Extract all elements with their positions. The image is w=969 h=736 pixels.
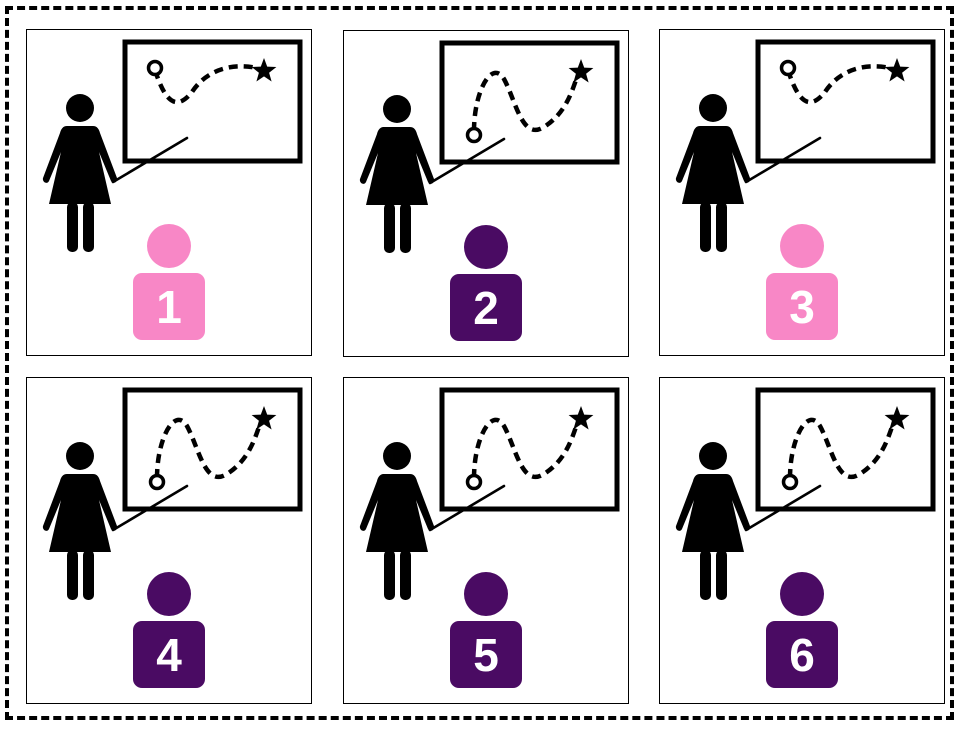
teacher-scene xyxy=(359,40,620,253)
pointer-stick xyxy=(428,484,506,532)
panel-2: 2 xyxy=(343,30,629,357)
goal-star-icon xyxy=(251,58,277,82)
pointer-stick xyxy=(428,137,506,185)
route-start-circle xyxy=(465,473,483,491)
whiteboard xyxy=(755,387,936,512)
goal-star-icon xyxy=(568,59,594,83)
panel-1: 1 xyxy=(26,29,312,356)
learner-head xyxy=(464,572,508,616)
goal-star-icon xyxy=(884,406,910,430)
learner-head xyxy=(780,224,824,268)
dashed-route-line xyxy=(471,417,580,479)
teacher-icon xyxy=(675,94,751,252)
pointer-stick xyxy=(744,136,822,184)
learner-number-badge: 3 xyxy=(766,273,838,340)
panel-3: 3 xyxy=(659,29,945,356)
pointer-stick xyxy=(111,136,189,184)
route-start-circle xyxy=(465,126,483,144)
route-start-circle xyxy=(779,59,797,77)
learner-head xyxy=(147,572,191,616)
goal-star-icon xyxy=(884,58,910,82)
whiteboard xyxy=(439,40,620,165)
learner-number-badge: 4 xyxy=(133,621,205,688)
route-start-circle xyxy=(781,473,799,491)
dashed-route-line xyxy=(785,64,891,105)
panel-6: 6 xyxy=(659,377,945,704)
teacher-scene xyxy=(42,387,303,600)
teacher-icon xyxy=(42,94,118,252)
teacher-icon xyxy=(359,95,435,253)
pointer-stick xyxy=(111,484,189,532)
learner-number-badge: 5 xyxy=(450,621,522,688)
dashed-route-line xyxy=(471,70,580,132)
teacher-scene xyxy=(359,387,620,600)
learner-number-badge: 6 xyxy=(766,621,838,688)
panel-4: 4 xyxy=(26,377,312,704)
whiteboard xyxy=(439,387,620,512)
learner-head xyxy=(780,572,824,616)
panel-5: 5 xyxy=(343,377,629,704)
goal-star-icon xyxy=(568,406,594,430)
pointer-stick xyxy=(744,484,822,532)
dashed-route-line xyxy=(152,64,258,105)
dashed-route-line xyxy=(787,417,896,479)
teacher-scene xyxy=(675,387,936,600)
whiteboard xyxy=(755,39,936,164)
learner-head xyxy=(147,224,191,268)
teacher-icon xyxy=(675,442,751,600)
whiteboard xyxy=(122,387,303,512)
goal-star-icon xyxy=(251,406,277,430)
dashed-outer-frame xyxy=(5,6,954,720)
teacher-icon xyxy=(359,442,435,600)
learner-number-badge: 2 xyxy=(450,274,522,341)
learner-head xyxy=(464,225,508,269)
whiteboard xyxy=(122,39,303,164)
dashed-route-line xyxy=(154,417,263,479)
teacher-icon xyxy=(42,442,118,600)
teacher-scene xyxy=(675,39,936,252)
route-start-circle xyxy=(148,473,166,491)
route-start-circle xyxy=(146,59,164,77)
teacher-scene xyxy=(42,39,303,252)
learner-number-badge: 1 xyxy=(133,273,205,340)
